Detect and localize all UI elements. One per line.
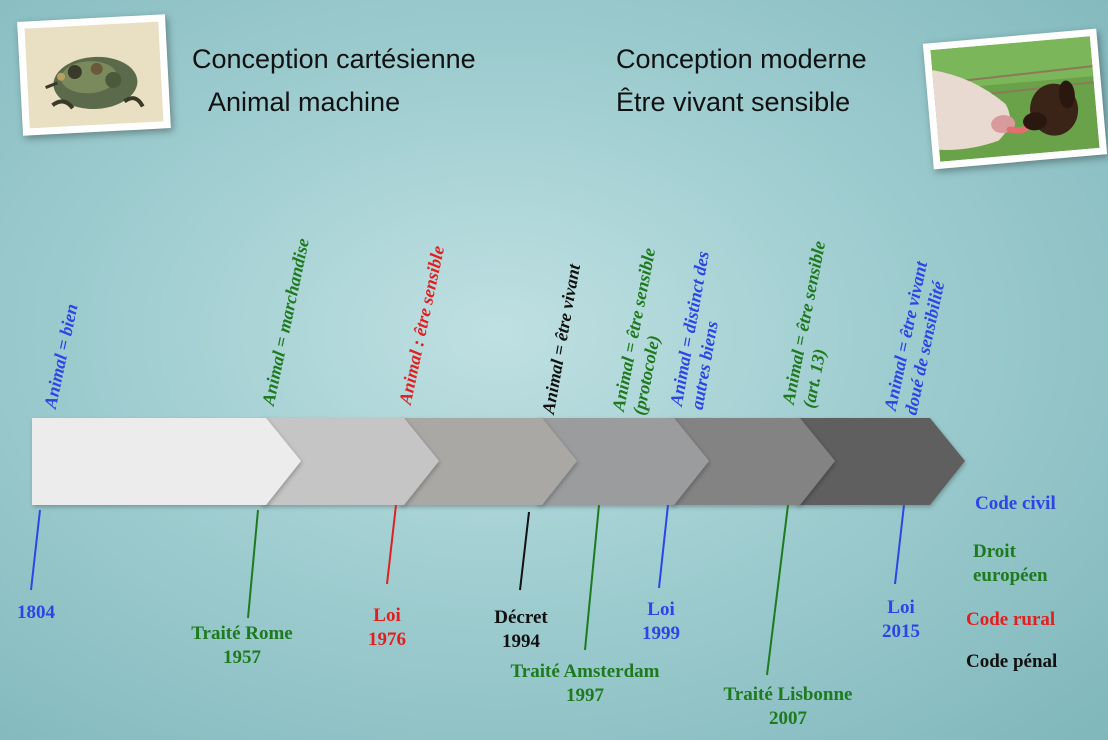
event-label-1994: Décret 1994 [494,607,548,652]
event-label-1804: 1804 [17,602,55,623]
tick-1999 [658,504,669,589]
tick-2007 [766,504,789,676]
tick-2015 [894,504,905,585]
cow-dog-photo [922,28,1108,170]
chevron-segment-4 [535,418,709,505]
tick-1804 [30,509,41,591]
event-label-1997: Traité Amsterdam 1997 [510,661,660,706]
chevron-segment-5 [668,418,835,505]
chevron-segment-1 [32,418,301,505]
chevron-segment-3 [398,418,577,505]
chevron-segment-6 [795,418,965,505]
tick-1997 [584,504,600,651]
mechanical-frog-icon [24,21,164,129]
legend-code-civil: Code civil [975,493,1056,514]
left-heading: Conception cartésienne [192,44,476,74]
tick-1994 [519,511,530,591]
tick-1957 [247,509,259,619]
chevron-segment-2 [260,418,439,505]
left-subheading: Animal machine [208,87,401,117]
event-label-2015: Loi 2015 [882,597,920,642]
legend-droit-europeen: Droit européen [973,541,1048,586]
cow-dog-icon [930,36,1100,162]
mechanical-frog-photo [17,14,171,136]
event-label-1999: Loi 1999 [642,599,680,644]
event-label-1957: Traité Rome 1957 [191,623,293,668]
event-label-2007: Traité Lisbonne 2007 [723,684,853,729]
right-heading: Conception moderne [616,44,867,74]
legend-code-penal: Code pénal [966,651,1058,672]
legend-code-rural: Code rural [966,609,1056,630]
event-label-1976: Loi 1976 [368,605,406,650]
tick-1976 [386,504,397,585]
right-subheading: Être vivant sensible [616,87,851,117]
